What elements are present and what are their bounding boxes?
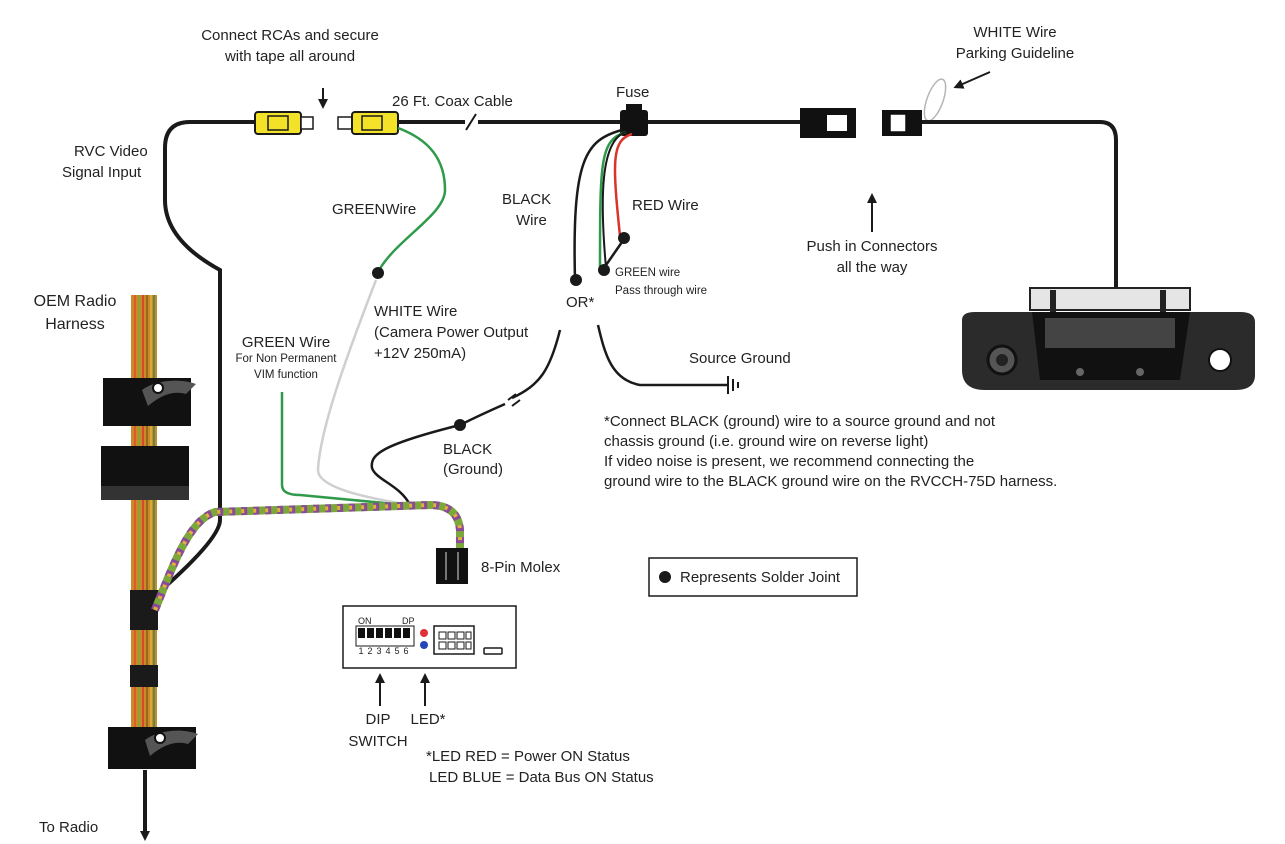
harness-connector-bottom [108,727,198,769]
led-red [420,629,428,637]
label-connect-rcas-2: with tape all around [224,48,355,65]
tailgate-camera [962,287,1255,390]
label-black-ground-1: BLACK [443,441,492,458]
label-push-in-1: Push in Connectors [807,238,938,255]
green-wire-top [376,126,447,273]
led-blue [420,641,428,649]
label-molex: 8-Pin Molex [481,559,561,576]
label-green-wire-top: GREENWire [332,201,416,218]
harness-connector-middle [101,446,189,500]
camera-connector-right [882,110,922,136]
label-note-4: ground wire to the BLACK ground wire on … [604,473,1057,490]
label-coax-cable: 26 Ft. Coax Cable [392,93,513,110]
label-oem-radio-1: OEM Radio [34,293,117,310]
parking-wire-arrow [953,71,991,89]
label-fuse: Fuse [616,84,649,101]
source-ground-wire [596,324,728,387]
black-ground-wire-upper [511,329,562,400]
black-wire [573,128,623,281]
solder-joint-green-top [372,267,384,279]
red-wire [613,132,633,237]
label-led-note-1: *LED RED = Power ON Status [426,748,630,765]
interface-module [342,605,517,669]
label-dip-number-4: 4 [385,646,390,656]
label-note-2: chassis ground (i.e. ground wire on reve… [604,433,928,450]
label-note-1: *Connect BLACK (ground) wire to a source… [604,413,996,430]
label-green-wire-vim-1: GREEN Wire [242,334,330,351]
label-green-pass-2: Pass through wire [615,285,707,297]
red-green-bridge [602,241,624,269]
label-source-ground: Source Ground [689,350,791,367]
label-white-power-1: WHITE Wire [374,303,457,320]
label-led: LED* [410,711,445,728]
solder-joint-ground [454,419,466,431]
white-parking-wire-loop [923,78,947,122]
label-green-wire-vim-2: For Non Permanent [236,353,338,365]
label-to-radio: To Radio [39,819,98,836]
label-black-wire-2: Wire [516,212,547,229]
white-power-wire [316,279,411,507]
black-wire-inner [601,131,627,269]
label-push-in-2: all the way [837,259,908,276]
label-dip-on: ON [358,616,372,626]
camera-cable [922,120,1118,290]
ground-symbol [727,376,739,394]
label-dip-number-3: 3 [376,646,381,656]
label-dip-switch-1: DIP [365,711,390,728]
harness-connector-top [103,378,196,426]
label-white-wire-parking-1: WHITE Wire [973,24,1056,41]
label-dip-number-1: 1 [358,646,363,656]
solder-joint-green [598,264,610,276]
label-dip-number-6: 6 [403,646,408,656]
label-dip-number-2: 2 [367,646,372,656]
ground-wire-break-mark [507,393,521,407]
twisted-harness [151,500,464,612]
solder-joint-black [570,274,582,286]
label-dip-switch-2: SWITCH [348,733,407,750]
label-white-power-3: +12V 250mA) [374,345,466,362]
molex-connector [436,548,468,584]
module-port [433,625,475,655]
legend-box [648,557,858,597]
fuse [620,104,648,136]
label-rvc-video-1: RVC Video [74,143,148,160]
label-black-wire-1: BLACK [502,191,551,208]
dip-switch-block [358,628,410,638]
label-note-3: If video noise is present, we recommend … [604,453,974,470]
rca-connector-left [254,111,314,135]
label-dip-number-5: 5 [394,646,399,656]
label-dip-dp: DP [402,616,415,626]
label-oem-radio-2: Harness [45,316,105,333]
green-vim-wire [280,392,406,507]
label-white-power-2: (Camera Power Output [374,324,529,341]
label-red-wire: RED Wire [632,197,699,214]
label-connect-rcas-1: Connect RCAs and secure [201,27,379,44]
rvc-video-cable [148,120,255,602]
label-legend-solder: Represents Solder Joint [680,569,841,586]
label-green-wire-vim-3: VIM function [254,369,318,381]
label-white-wire-parking-2: Parking Guideline [956,45,1074,62]
oem-radio-harness [130,295,158,735]
label-black-ground-2: (Ground) [443,461,503,478]
rca-connector-right [337,111,399,135]
black-ground-wire-lower [370,402,506,506]
label-rvc-video-2: Signal Input [62,164,142,181]
label-green-pass-1: GREEN wire [615,267,680,279]
label-led-note-2: LED BLUE = Data Bus ON Status [429,769,654,786]
label-or: OR* [566,294,595,311]
coax-break-mark [465,113,477,131]
legend-solder-icon [659,571,671,583]
solder-joint-red [618,232,630,244]
usb-port [483,647,503,655]
camera-connector-left [800,108,856,138]
